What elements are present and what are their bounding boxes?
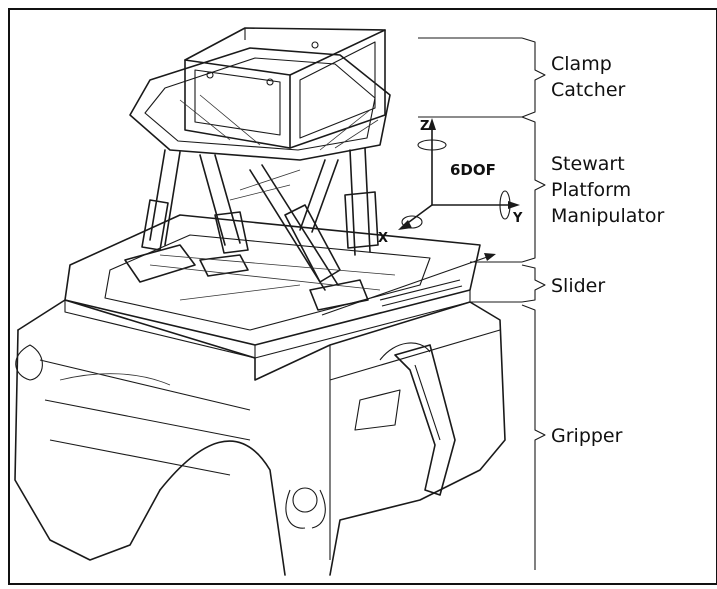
gripper-drawing [14, 299, 506, 576]
label-stewart-line1: Stewart [551, 153, 625, 175]
axis-z-label: Z [420, 119, 429, 134]
label-clamp-catcher-line2: Catcher [551, 79, 626, 101]
axis-x-label: X [378, 231, 388, 246]
label-brackets [418, 37, 546, 570]
label-slider: Slider [551, 275, 605, 297]
label-stewart-line2: Platform [551, 179, 631, 201]
dof-label: 6DOF [450, 161, 496, 179]
slider-drawing [64, 214, 481, 359]
axis-y-label: Y [512, 211, 523, 226]
coordinate-axes [321, 118, 520, 316]
figure-border [8, 8, 717, 585]
clamp-catcher-drawing [129, 27, 391, 161]
label-clamp-catcher-line1: Clamp [551, 53, 612, 75]
label-gripper: Gripper [551, 425, 623, 447]
label-stewart-line3: Manipulator [551, 205, 664, 227]
